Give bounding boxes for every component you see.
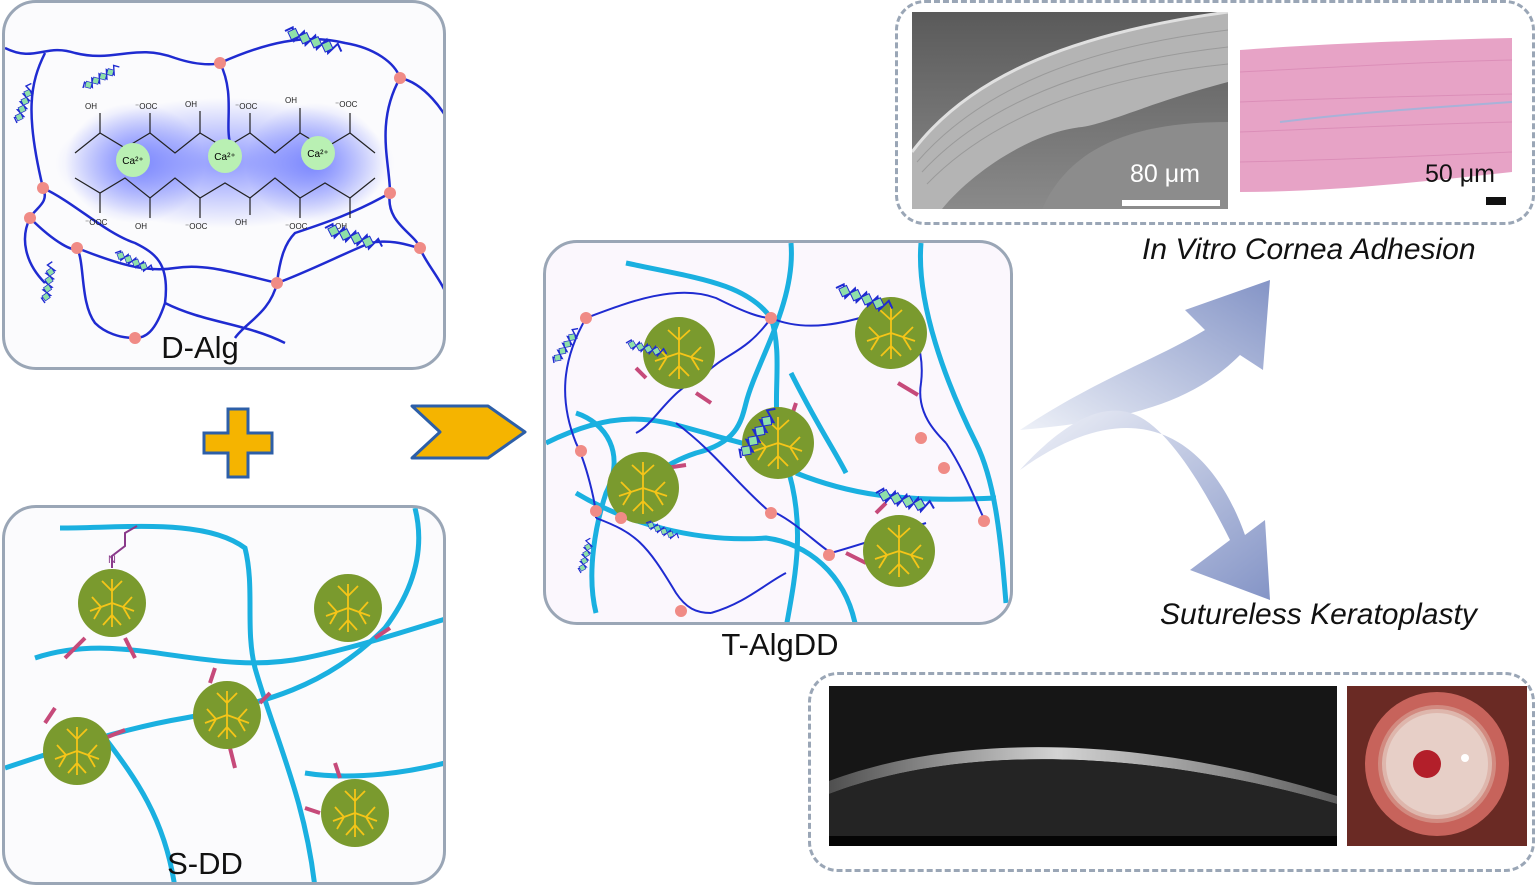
sem-micrograph: 80 μm <box>912 12 1228 209</box>
histology-image: 50 μm <box>1240 12 1512 209</box>
plus-icon <box>202 407 274 479</box>
svg-text:OH: OH <box>185 100 197 109</box>
eye-photograph <box>1347 686 1527 846</box>
svg-text:OH: OH <box>85 102 97 111</box>
talgdd-network-diagram <box>546 243 1009 622</box>
svg-text:OH: OH <box>285 96 297 105</box>
oct-scan-image <box>829 686 1337 846</box>
sdd-panel: N <box>2 505 446 885</box>
histology-scale-label: 50 μm <box>1425 160 1495 188</box>
sdd-label: S-DD <box>167 846 243 881</box>
sem-scale-bar <box>1122 200 1220 206</box>
arrow-up-icon <box>1020 280 1270 430</box>
sdd-network-diagram: N <box>5 508 443 882</box>
svg-text:OH: OH <box>235 218 247 227</box>
talgdd-label: T-AlgDD <box>721 627 839 662</box>
dalg-label: D-Alg <box>161 330 239 365</box>
svg-text:OH: OH <box>335 222 347 231</box>
svg-text:⁻OOC: ⁻OOC <box>185 222 208 231</box>
calcium-ion <box>116 143 150 177</box>
calcium-label: Ca²⁺ <box>122 156 143 167</box>
process-arrow-icon <box>410 404 527 460</box>
svg-text:⁻OOC: ⁻OOC <box>135 102 158 111</box>
keratoplasty-title: Sutureless Keratoplasty <box>1160 598 1477 631</box>
talgdd-panel <box>543 240 1013 625</box>
svg-text:N: N <box>108 554 116 566</box>
histology-scale-bar <box>1486 197 1506 205</box>
branch-arrows <box>1020 280 1270 600</box>
calcium-label: Ca²⁺ <box>307 149 328 160</box>
svg-text:⁻OOC: ⁻OOC <box>85 218 108 227</box>
svg-text:⁻OOC: ⁻OOC <box>285 222 308 231</box>
svg-text:⁻OOC: ⁻OOC <box>335 100 358 109</box>
sem-scale-label: 80 μm <box>1130 160 1200 188</box>
calcium-ion <box>208 139 242 173</box>
svg-text:⁻OOC: ⁻OOC <box>235 102 258 111</box>
svg-text:OH: OH <box>135 222 147 231</box>
calcium-ion <box>301 136 335 170</box>
arrow-down-icon <box>1020 410 1270 600</box>
cornea-adhesion-title: In Vitro Cornea Adhesion <box>1142 233 1476 266</box>
calcium-label: Ca²⁺ <box>214 152 235 163</box>
